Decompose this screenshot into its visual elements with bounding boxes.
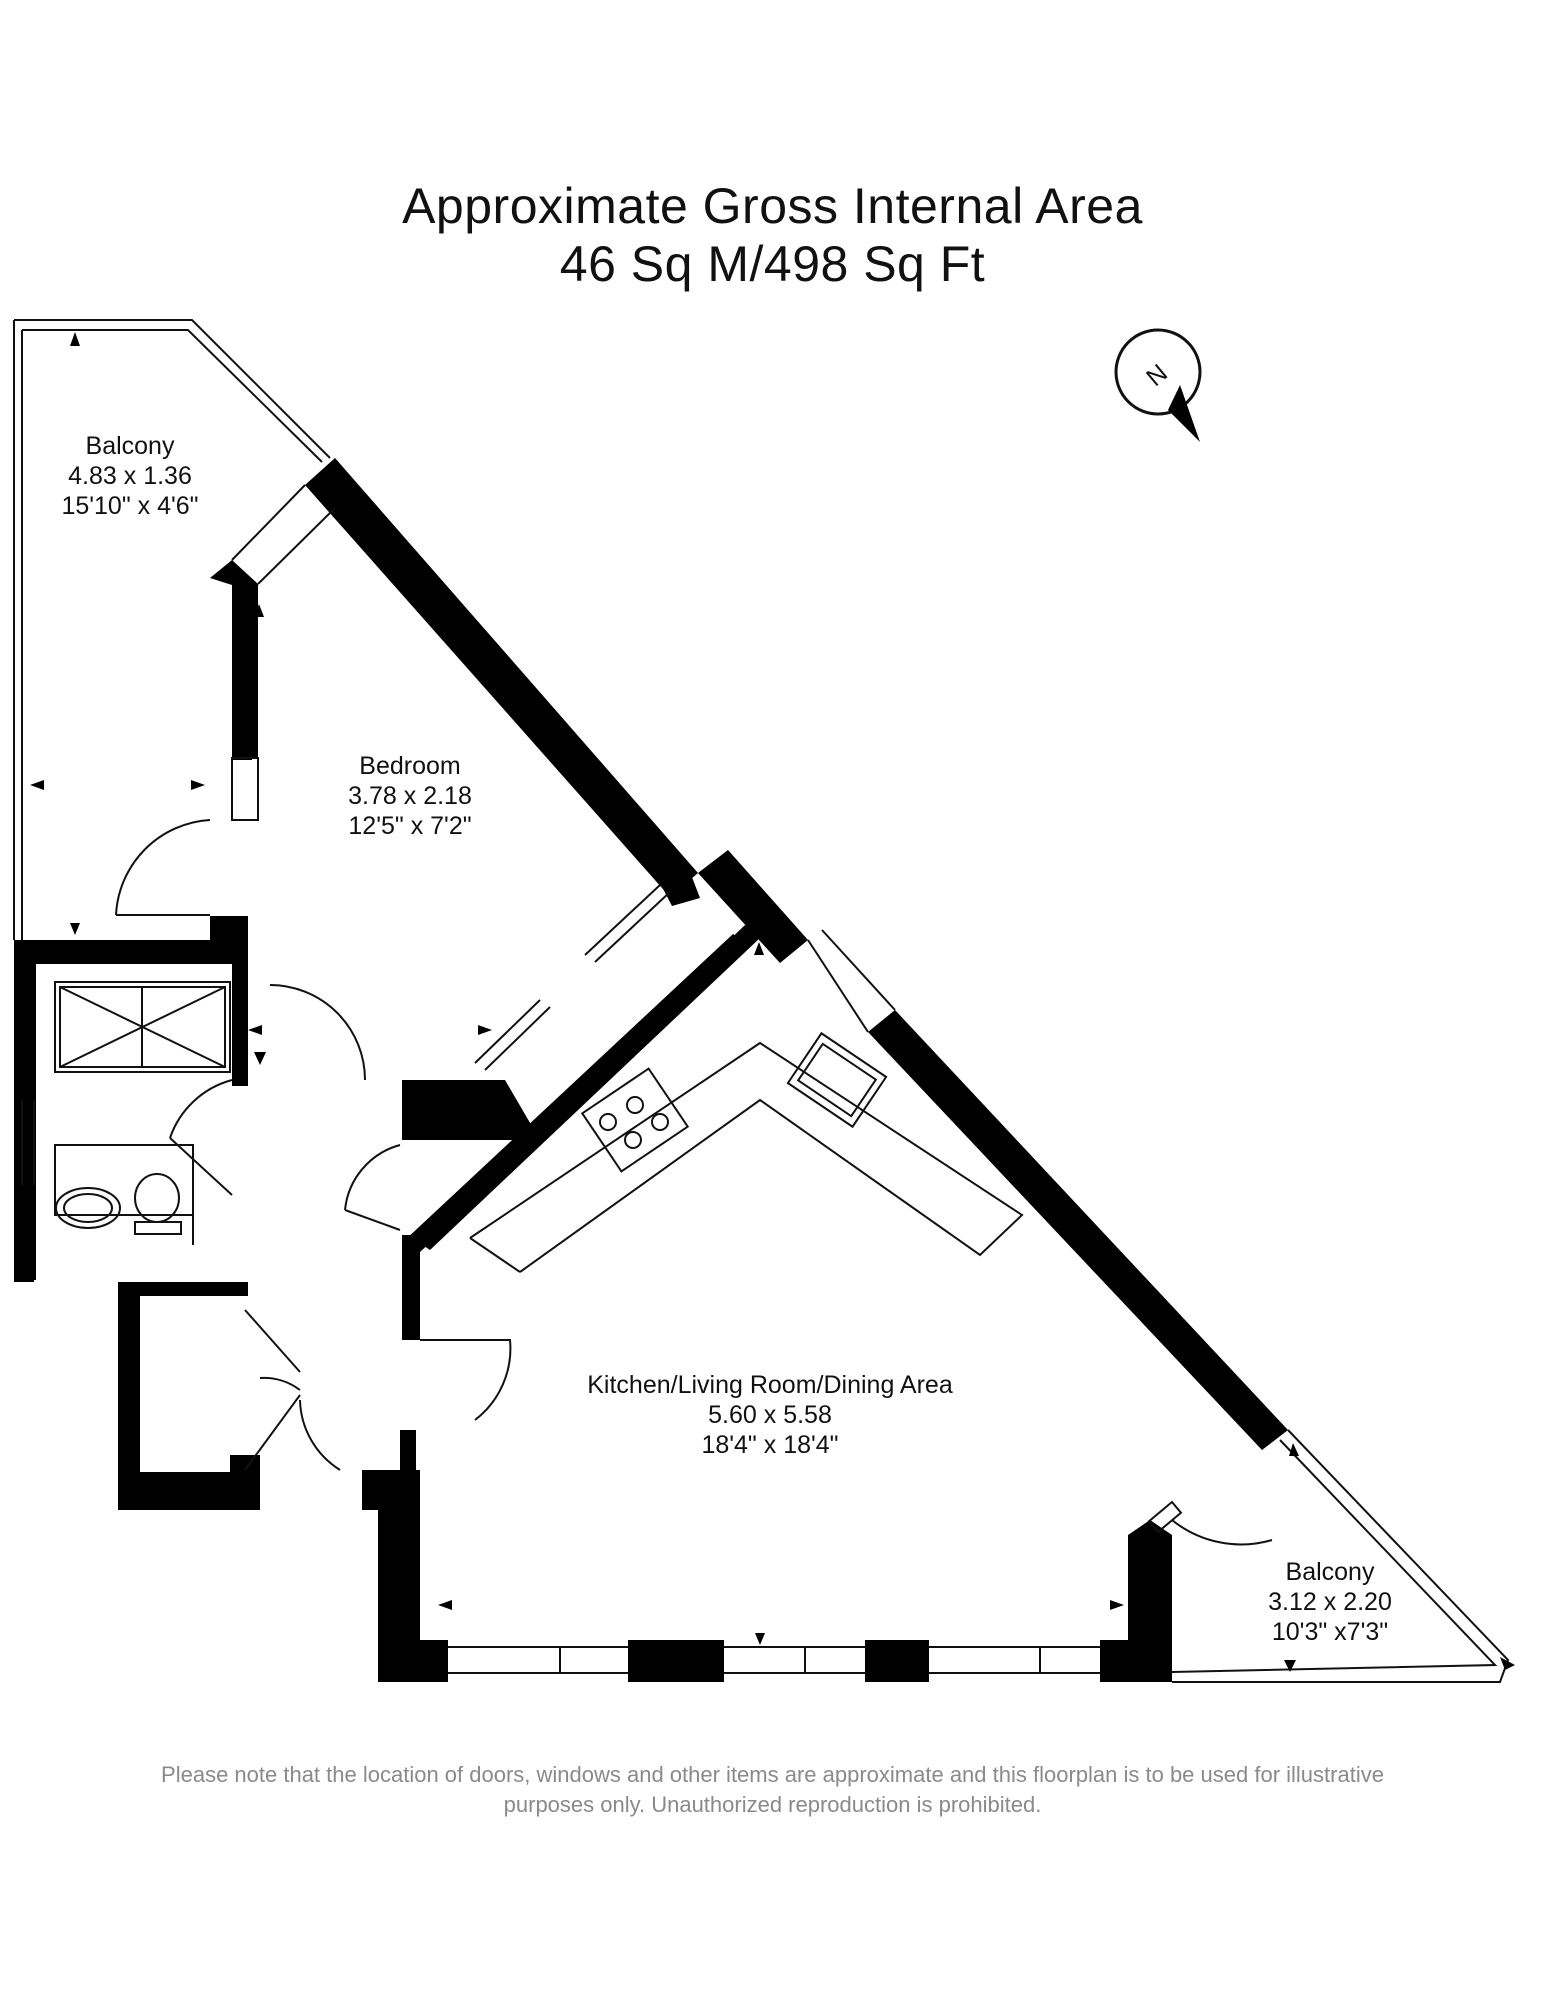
bathroom-outer-wall-left <box>14 940 36 1280</box>
svg-text:4.83 x 1.36: 4.83 x 1.36 <box>68 462 192 490</box>
balcony-right-outline <box>1171 1429 1510 1683</box>
compass-letter: N <box>1141 359 1173 392</box>
svg-text:Bedroom: Bedroom <box>359 752 460 780</box>
diagonal-wall-upper <box>305 458 698 897</box>
svg-text:10'3" x7'3": 10'3" x7'3" <box>1272 1618 1388 1646</box>
svg-text:Balcony: Balcony <box>1286 1558 1375 1586</box>
svg-text:18'4" x 18'4": 18'4" x 18'4" <box>701 1431 838 1459</box>
kitchen-fixtures <box>469 1031 1024 1273</box>
disclaimer-line-1: Please note that the location of doors, … <box>161 1762 1384 1787</box>
svg-text:3.78 x 2.18: 3.78 x 2.18 <box>348 782 472 810</box>
basin <box>55 1187 121 1229</box>
disclaimer: Please note that the location of doors, … <box>60 1760 1485 1820</box>
room-label-balcony-right: Balcony 3.12 x 2.20 10'3" x7'3" <box>1268 1558 1392 1646</box>
diagonal-wall-lower <box>868 1010 1288 1450</box>
room-label-balcony-top: Balcony 4.83 x 1.36 15'10" x 4'6" <box>61 432 198 520</box>
bathroom-fixtures <box>54 981 231 1245</box>
balcony-top-outline <box>13 319 331 940</box>
svg-text:3.12 x 2.20: 3.12 x 2.20 <box>1268 1588 1392 1616</box>
svg-text:15'10" x 4'6": 15'10" x 4'6" <box>61 492 198 520</box>
doors <box>115 819 1273 1546</box>
living-right-wall <box>1128 1535 1172 1682</box>
area-value: 46 Sq M/498 Sq Ft <box>559 236 986 292</box>
svg-text:Kitchen/Living Room/Dining Are: Kitchen/Living Room/Dining Area <box>587 1371 953 1399</box>
walls <box>14 458 1288 1682</box>
svg-text:Balcony: Balcony <box>86 432 175 460</box>
room-label-bedroom: Bedroom 3.78 x 2.18 12'5" x 7'2" <box>348 752 472 840</box>
windows <box>21 484 1100 1674</box>
dimension-markers <box>30 332 1515 1672</box>
area-title: Approximate Gross Internal Area <box>402 178 1143 234</box>
room-label-living: Kitchen/Living Room/Dining Area 5.60 x 5… <box>587 1371 953 1459</box>
wardrobe-rails <box>474 884 671 1071</box>
svg-text:5.60 x 5.58: 5.60 x 5.58 <box>708 1401 832 1429</box>
north-arrow-icon: N <box>1114 328 1202 442</box>
diagonal-wall-mid <box>698 850 808 963</box>
disclaimer-line-2: purposes only. Unauthorized reproduction… <box>503 1792 1042 1817</box>
svg-text:12'5" x 7'2": 12'5" x 7'2" <box>348 812 471 840</box>
shower-tray <box>54 981 231 1073</box>
sink <box>786 1031 888 1129</box>
hob <box>580 1067 690 1173</box>
